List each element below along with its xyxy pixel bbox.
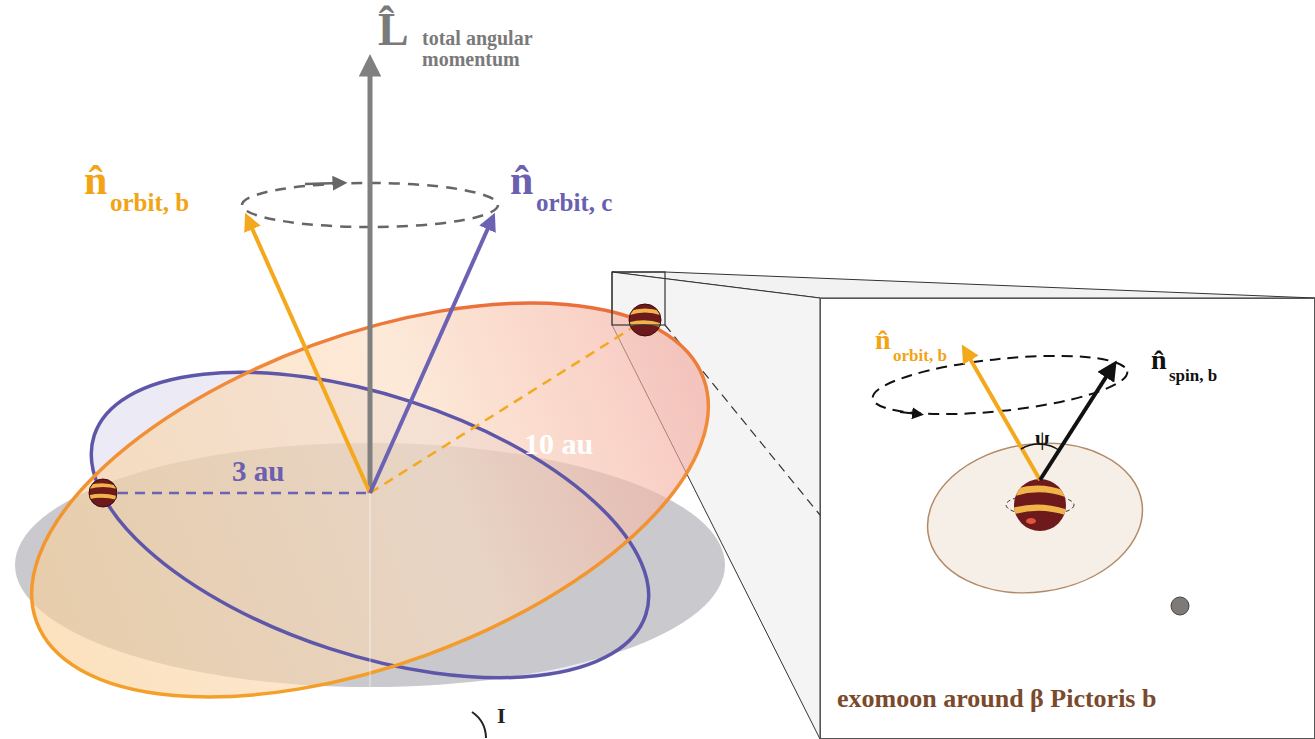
radius-line xyxy=(118,492,370,495)
orbit-normal-c xyxy=(370,226,489,493)
vector-symbol: L̂ xyxy=(378,6,409,54)
vector-symbol: n̂ xyxy=(84,158,107,202)
orbital-planes xyxy=(0,224,760,739)
vector-symbol: n̂ xyxy=(875,325,891,354)
angular-momentum-vector xyxy=(368,72,373,493)
planet-b xyxy=(627,304,663,336)
vector-subscript: orbit, c xyxy=(536,190,612,216)
vector-subscript: orbit, b xyxy=(110,190,189,216)
angle-label: I xyxy=(497,704,506,727)
angle-label: ψ xyxy=(1035,427,1049,449)
inset-illustration xyxy=(820,298,1315,739)
radius-line xyxy=(370,328,632,493)
panel-caption: exomoon around β Pictoris b xyxy=(837,685,1156,712)
vector-symbol: n̂ xyxy=(1151,345,1167,374)
angle-arc xyxy=(472,712,486,738)
distance-label: 10 au xyxy=(524,428,593,460)
vector-name: total angular momentum xyxy=(422,28,572,70)
orbit-normal-b xyxy=(251,226,370,493)
vector-subscript: spin, b xyxy=(1169,367,1217,385)
zoom-box xyxy=(612,272,665,325)
zoom-frustum xyxy=(612,272,1315,739)
planet-c xyxy=(86,479,120,507)
distance-label: 3 au xyxy=(232,456,284,486)
vector-subscript: orbit, b xyxy=(893,347,947,365)
inset-panel: n̂orbit, bn̂spin, bψexomoon around β Pic… xyxy=(820,298,1315,739)
precession-arrow xyxy=(305,183,340,184)
vector-symbol: n̂ xyxy=(510,158,533,202)
